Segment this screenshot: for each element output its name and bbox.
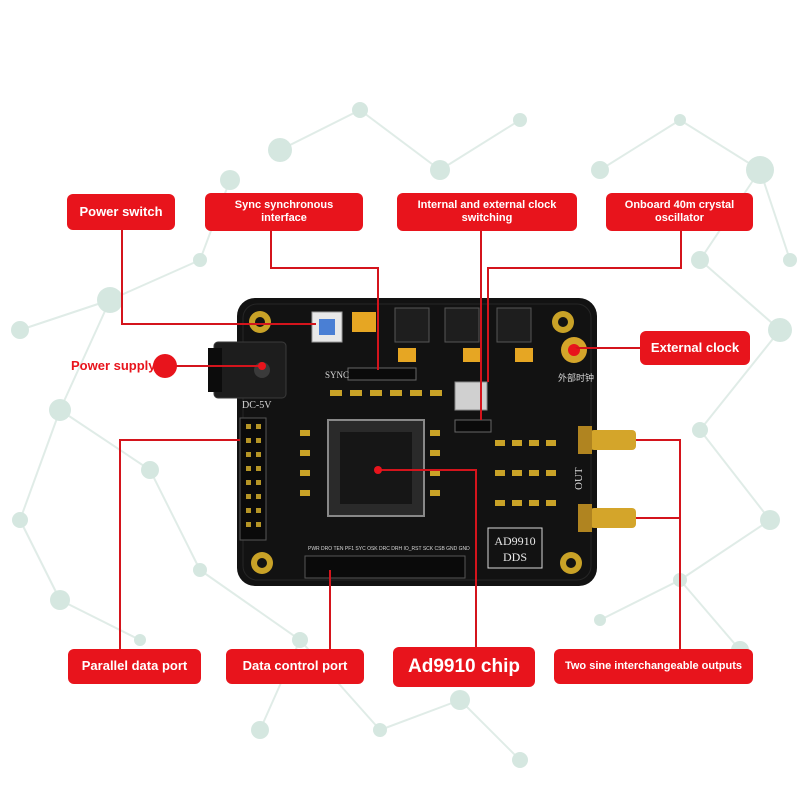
label-sync-interface: Sync synchronous interface: [205, 193, 363, 231]
label-power-supply: Power supply: [71, 358, 156, 373]
power-supply-marker: [153, 354, 177, 378]
sync-header: [347, 367, 417, 381]
mounting-hole: [560, 552, 582, 574]
model-line-2: DDS: [503, 550, 527, 564]
label-clock-switching: Internal and external clock switching: [397, 193, 577, 231]
sine-output-connector: [578, 504, 636, 532]
leader-sync: [270, 230, 379, 370]
label-sine-outputs: Two sine interchangeable outputs: [554, 649, 753, 684]
data-control-header: [304, 555, 466, 579]
regulator-ics: [394, 307, 532, 343]
leader-endpoints: [258, 347, 577, 474]
leader-crystal: [487, 230, 682, 382]
passive-components: [300, 390, 556, 506]
label-data-control-port: Data control port: [226, 649, 364, 684]
out-silk-label: OUT: [573, 467, 585, 490]
model-line-1: AD9910: [494, 534, 535, 548]
parallel-data-header: [239, 417, 267, 541]
label-ad9910-chip: Ad9910 chip: [393, 647, 535, 687]
dc-power-jack: [208, 341, 287, 399]
leader-lines: [119, 228, 682, 650]
label-power-switch: Power switch: [67, 194, 175, 230]
dc-silk-label: DC-5V: [242, 400, 272, 411]
mounting-hole: [552, 311, 574, 333]
power-switch: [311, 311, 343, 343]
label-parallel-data-port: Parallel data port: [68, 649, 201, 684]
mounting-hole: [249, 311, 271, 333]
ext-clock-silk: 外部时钟: [558, 372, 594, 384]
tantalum-capacitors: [398, 348, 533, 362]
tantalum-capacitor: [352, 312, 376, 332]
model-silk-box: AD9910 DDS: [487, 527, 543, 569]
dds-board: DC-5V SYNC: [208, 298, 636, 586]
bottom-header-silk: PWR DRO TEN PF1 SYC OSK DRC DRH IO_RST S…: [308, 546, 470, 552]
sine-output-connector: [578, 426, 636, 454]
leader-parallel: [119, 439, 240, 650]
label-external-clock: External clock: [640, 331, 750, 365]
mounting-hole: [251, 552, 273, 574]
leader-chip: [378, 469, 477, 650]
clock-select-jumper: [454, 419, 492, 433]
leader-power-switch: [121, 228, 316, 325]
crystal-oscillator: [454, 381, 488, 411]
leader-outputs: [636, 439, 681, 650]
sync-silk-label: SYNC: [325, 370, 349, 380]
label-crystal-oscillator: Onboard 40m crystal oscillator: [606, 193, 753, 231]
